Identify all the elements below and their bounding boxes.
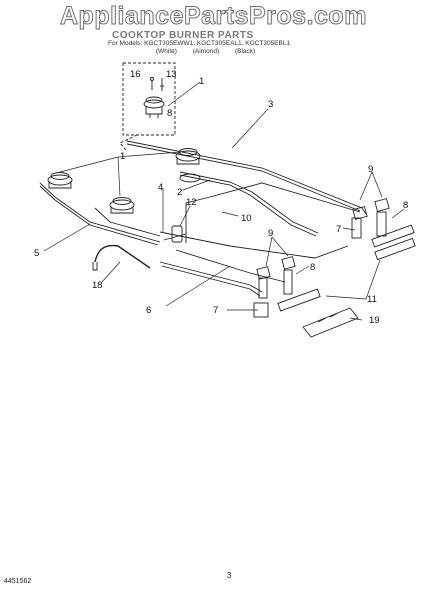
callout-13: 13	[166, 69, 177, 80]
burner-front-right	[179, 173, 201, 183]
bracket-19	[302, 307, 359, 338]
inset-screw	[150, 77, 154, 90]
gas-tube-5	[39, 182, 161, 243]
callout-19: 19	[369, 315, 380, 326]
manifold-mid-pipe	[175, 249, 286, 283]
callout-2: 2	[177, 187, 182, 198]
flex-hose-18	[94, 244, 151, 269]
manifold-pipe-6	[159, 231, 349, 259]
callout-18: 18	[92, 280, 103, 291]
callout-1: 1	[120, 151, 125, 162]
callout-6: 6	[146, 305, 151, 316]
watermark: AppliancePartsPros.com	[60, 2, 367, 31]
manifold-lower-pipe	[159, 261, 263, 293]
callout-4: 4	[158, 182, 163, 193]
burner-detail-inset	[122, 62, 176, 136]
inset-leader	[119, 134, 138, 151]
callout-8-right: 8	[403, 200, 408, 211]
callout-11: 11	[367, 294, 377, 305]
color-label-black: (Black)	[234, 48, 256, 55]
callout-leaders	[43, 81, 405, 321]
color-label-almond: (Almond)	[192, 48, 220, 55]
burner-rear-left	[47, 172, 73, 189]
valve-left-rear	[256, 266, 271, 299]
gas-tube-10	[209, 182, 361, 213]
page-number: 3	[227, 571, 232, 580]
callout-3: 3	[268, 99, 273, 110]
gas-tube-10-drop	[185, 196, 211, 243]
callout-7-left: 7	[213, 305, 218, 316]
callout-labels: 1 16 13 8 3 1 2 4 12 10 9 8 7 5 18 6 9 8…	[34, 69, 408, 326]
valve-left-front	[281, 256, 296, 295]
callout-9-left: 9	[268, 228, 273, 239]
callout-16: 16	[130, 69, 141, 80]
color-legend: (White) (Almond) (Black)	[156, 48, 269, 55]
valve-right-rear	[351, 206, 368, 239]
inset-spark-electrode	[160, 78, 164, 91]
callout-5: 5	[34, 248, 39, 259]
callout-8-left: 8	[310, 262, 315, 273]
callout-12: 12	[186, 197, 197, 208]
model-list: For Models: KGCT305EWW1, KGCT305EAL1, KG…	[108, 40, 291, 47]
valve-right-front	[374, 198, 390, 237]
inset-burner	[143, 96, 165, 118]
knob-stem-right	[371, 224, 416, 261]
gas-tube-2	[179, 171, 319, 234]
callout-9-right: 9	[368, 164, 373, 175]
knob-stem-left	[253, 288, 321, 318]
diagram-title: COOKTOP BURNER PARTS	[112, 30, 254, 41]
flex-hose-fitting	[92, 262, 98, 271]
callout-10: 10	[241, 213, 252, 224]
callout-1-inset: 1	[199, 76, 204, 87]
document-part-number: 4451562	[4, 578, 32, 585]
callout-8-inset: 8	[167, 108, 172, 119]
gas-tube-2-edge	[179, 174, 317, 237]
manifold-lower-pipe-edge	[161, 265, 261, 297]
gas-tube-5-edge	[39, 185, 159, 246]
color-label-white: (White)	[156, 48, 177, 55]
gas-tube-3-edge	[126, 143, 361, 212]
burner-front-left	[109, 197, 135, 214]
gas-tube-left-burner	[94, 207, 161, 237]
callout-7-right: 7	[336, 224, 341, 235]
orifice-holder-12	[163, 225, 187, 243]
